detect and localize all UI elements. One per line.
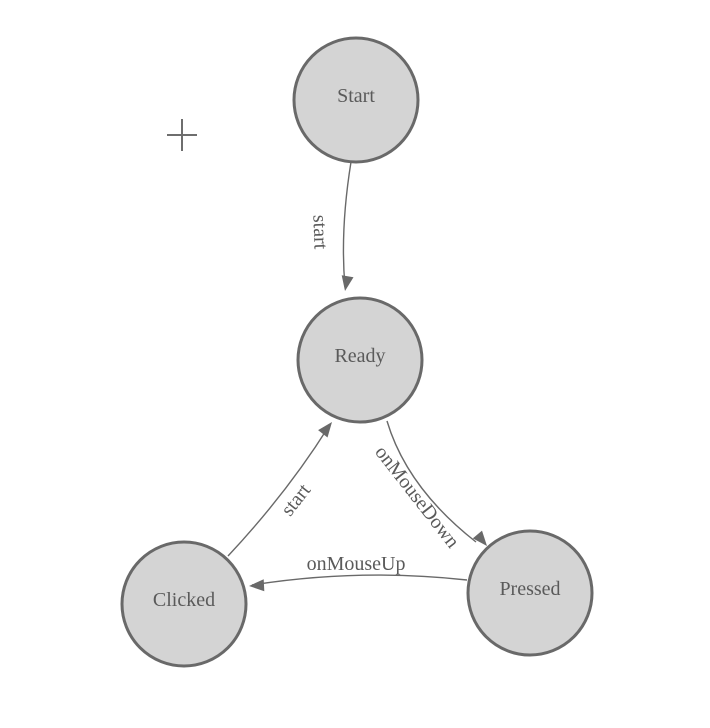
node-circle: [292, 36, 420, 164]
crosshair-icon: [167, 119, 197, 151]
edge-line: [227, 425, 330, 557]
edge-line: [342, 161, 352, 288]
node-pressed[interactable]: Pressed: [466, 529, 594, 657]
node-label: Clicked: [153, 589, 215, 611]
node-label: Start: [337, 85, 375, 107]
edge-start-to-ready[interactable]: start: [308, 161, 354, 291]
node-ready[interactable]: Ready: [296, 296, 424, 424]
edge-ready-to-pressed[interactable]: onMouseDown: [370, 420, 487, 553]
arrowhead-icon: [249, 579, 265, 592]
edge-line: [386, 420, 477, 543]
node-circle: [296, 296, 424, 424]
node-label: Ready: [334, 345, 385, 367]
edge-label: onMouseDown: [370, 442, 463, 553]
node-circle: [466, 529, 594, 657]
node-clicked[interactable]: Clicked: [120, 540, 248, 668]
edge-clicked-to-ready[interactable]: start: [227, 422, 332, 557]
node-circle: [120, 540, 248, 668]
node-start[interactable]: Start: [292, 36, 420, 164]
arrowhead-icon: [472, 530, 487, 546]
arrowhead-icon: [341, 275, 354, 291]
edge-label: onMouseUp: [307, 553, 406, 575]
edge-label: start: [277, 479, 316, 520]
edge-pressed-to-clicked[interactable]: onMouseUp: [249, 553, 468, 592]
arrowhead-icon: [318, 422, 332, 438]
node-label: Pressed: [499, 578, 560, 600]
edge-line: [251, 574, 468, 586]
edge-label: start: [308, 214, 331, 250]
